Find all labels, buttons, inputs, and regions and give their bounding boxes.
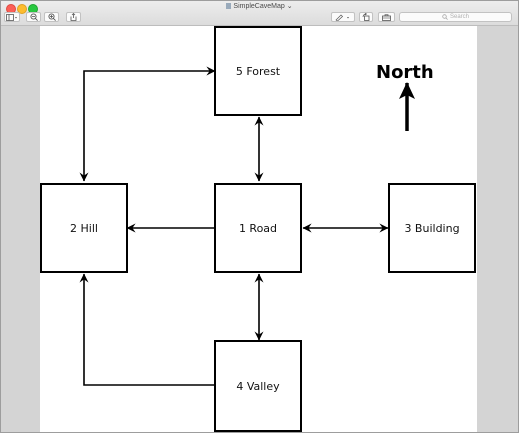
node-building-label: 3 Building bbox=[404, 221, 460, 235]
node-valley: 4 Valley bbox=[214, 340, 302, 432]
zoom-out-button[interactable] bbox=[26, 12, 41, 22]
sidebar-toggle-button[interactable] bbox=[4, 12, 20, 22]
search-placeholder: Search bbox=[449, 14, 469, 20]
toolbox-button[interactable] bbox=[378, 12, 395, 22]
node-road-label: 1 Road bbox=[238, 221, 278, 235]
magnifier-icon bbox=[442, 14, 448, 20]
document-page: 5 Forest 2 Hill 1 Road 3 Building 4 Vall… bbox=[40, 26, 477, 432]
node-forest: 5 Forest bbox=[214, 26, 302, 116]
title-bar: SimpleCaveMap ⌄ bbox=[1, 1, 518, 26]
node-road: 1 Road bbox=[214, 183, 302, 273]
title-chevron-icon: ⌄ bbox=[286, 3, 293, 10]
node-building: 3 Building bbox=[388, 183, 476, 273]
window-title: SimpleCaveMap ⌄ bbox=[1, 2, 518, 10]
markup-button[interactable] bbox=[331, 12, 355, 22]
node-hill-label: 2 Hill bbox=[70, 221, 98, 235]
diagram-canvas bbox=[79, 66, 415, 386]
zoom-in-icon bbox=[47, 13, 56, 21]
zoom-in-button[interactable] bbox=[44, 12, 59, 22]
document-icon bbox=[226, 3, 232, 9]
north-label: North bbox=[376, 62, 434, 83]
node-forest-label: 5 Forest bbox=[235, 64, 281, 78]
window-title-text: SimpleCaveMap bbox=[233, 3, 285, 10]
share-button[interactable] bbox=[66, 12, 81, 22]
toolbox-icon bbox=[382, 13, 391, 21]
search-field[interactable]: Search bbox=[399, 12, 512, 22]
rotate-icon bbox=[362, 13, 370, 21]
node-hill: 2 Hill bbox=[40, 183, 128, 273]
share-icon bbox=[70, 13, 77, 21]
pen-markup-icon bbox=[335, 14, 349, 21]
minimize-window-button[interactable] bbox=[17, 4, 27, 14]
sidebar-icon bbox=[6, 13, 17, 21]
zoom-out-icon bbox=[29, 13, 38, 21]
edge-hill-forest bbox=[79, 66, 216, 182]
edge-valley-hill bbox=[79, 273, 215, 386]
north-arrow-head bbox=[399, 82, 415, 99]
rotate-button[interactable] bbox=[359, 12, 373, 22]
node-valley-label: 4 Valley bbox=[236, 379, 280, 393]
